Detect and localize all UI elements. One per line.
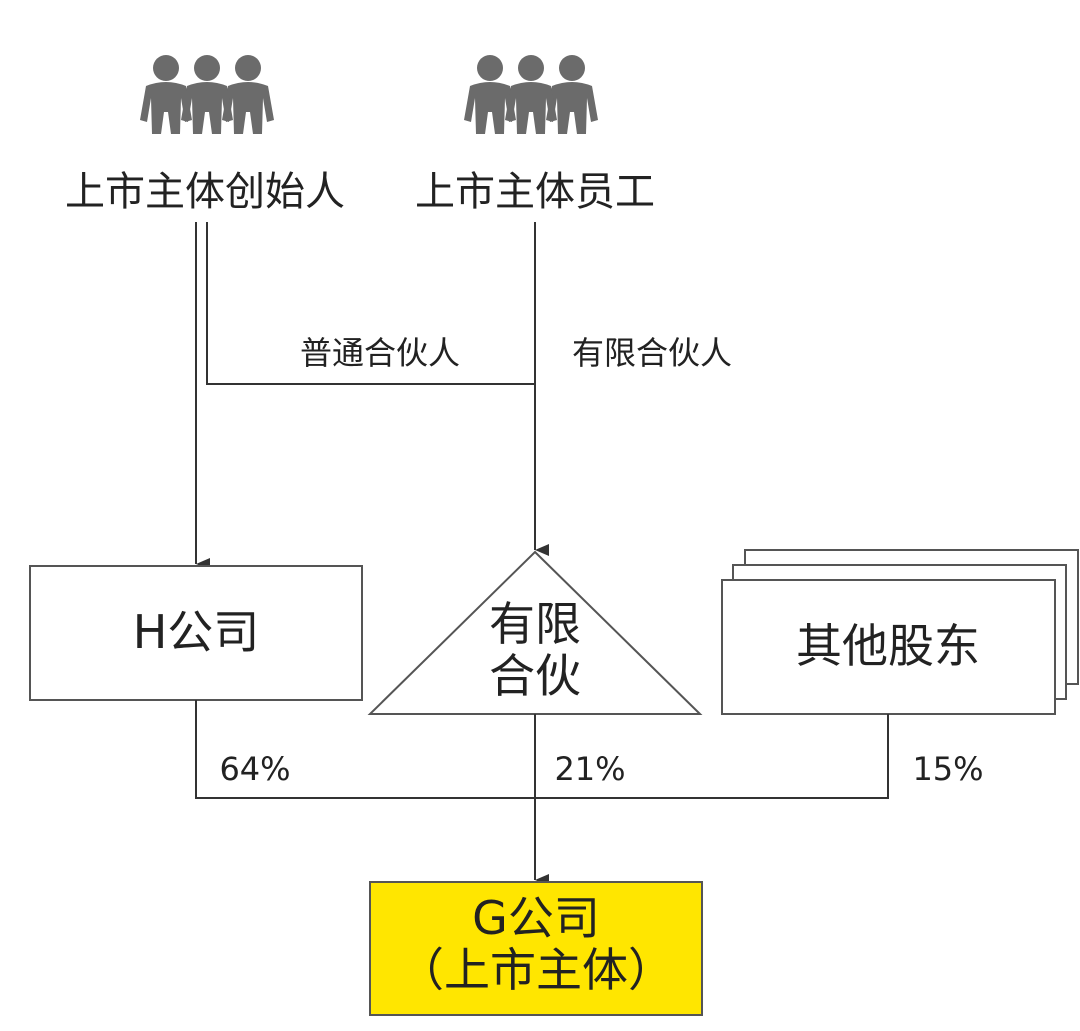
- h-company-box: [29, 565, 363, 701]
- h-company-share: 64%: [219, 750, 290, 788]
- partnership-label-line1: 有限: [489, 597, 581, 651]
- general-partner-label: 普通合伙人: [300, 334, 460, 372]
- other-shareholders-stack: [721, 549, 1079, 715]
- founders-label: 上市主体创始人: [65, 169, 345, 215]
- employees-label: 上市主体员工: [415, 169, 655, 215]
- g-company-label-line1: G公司: [472, 891, 600, 945]
- partnership-share: 21%: [554, 750, 625, 788]
- partnership-label-line2: 合伙: [489, 649, 581, 703]
- founders-gp-line: [206, 222, 535, 385]
- g-company-label-line2: （上市主体）: [398, 943, 674, 997]
- h-company-label: H公司: [133, 605, 260, 659]
- other-shareholders-label: 其他股东: [796, 619, 980, 673]
- g-company-box: [369, 881, 703, 1016]
- founders-people-icon: [140, 55, 274, 134]
- limited-partner-label: 有限合伙人: [572, 334, 732, 372]
- employees-people-icon: [464, 55, 598, 134]
- other-shareholders-share: 15%: [912, 750, 983, 788]
- h-to-g-line: [195, 700, 889, 799]
